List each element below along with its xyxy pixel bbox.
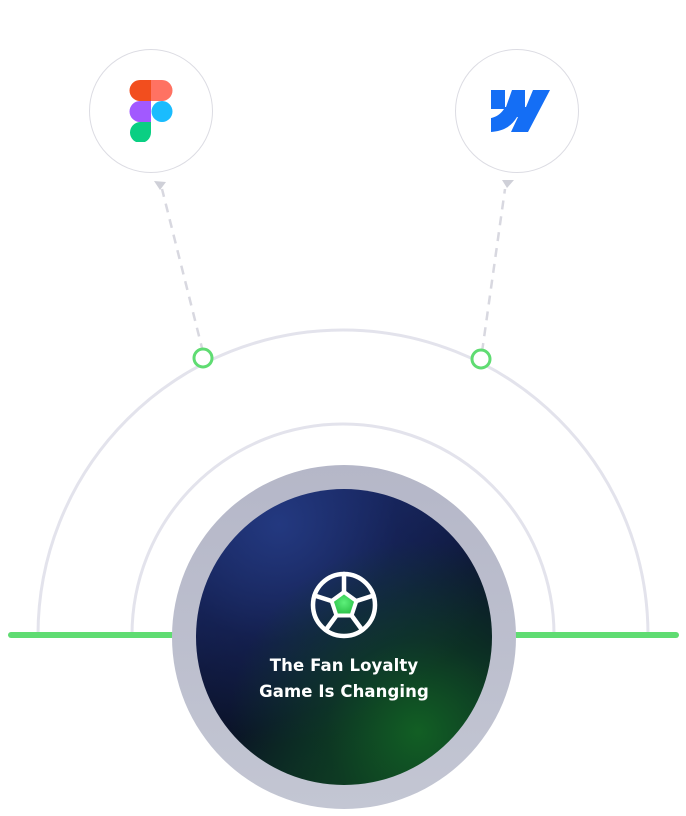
connector-right (480, 188, 507, 353)
connector-node-right (470, 348, 492, 370)
connector-node-left (192, 347, 214, 369)
hero-headline-line-2: Game Is Changing (259, 682, 429, 701)
connector-right-arrow (502, 180, 514, 188)
inner-arc (130, 422, 556, 636)
outer-arc (36, 328, 650, 636)
webflow-logo-icon (491, 90, 550, 132)
hero-headline-line-1: The Fan Loyalty (269, 656, 419, 675)
connector-left (160, 188, 205, 353)
webflow-logo-circle[interactable] (455, 49, 579, 173)
figma-logo-icon (129, 80, 173, 142)
hero-headline: The Fan Loyalty Game Is Changing (196, 653, 492, 705)
soccer-ball-icon (310, 571, 378, 639)
center-badge: The Fan Loyalty Game Is Changing (196, 489, 492, 785)
figma-logo-circle[interactable] (89, 49, 213, 173)
connector-left-arrow (154, 181, 166, 190)
